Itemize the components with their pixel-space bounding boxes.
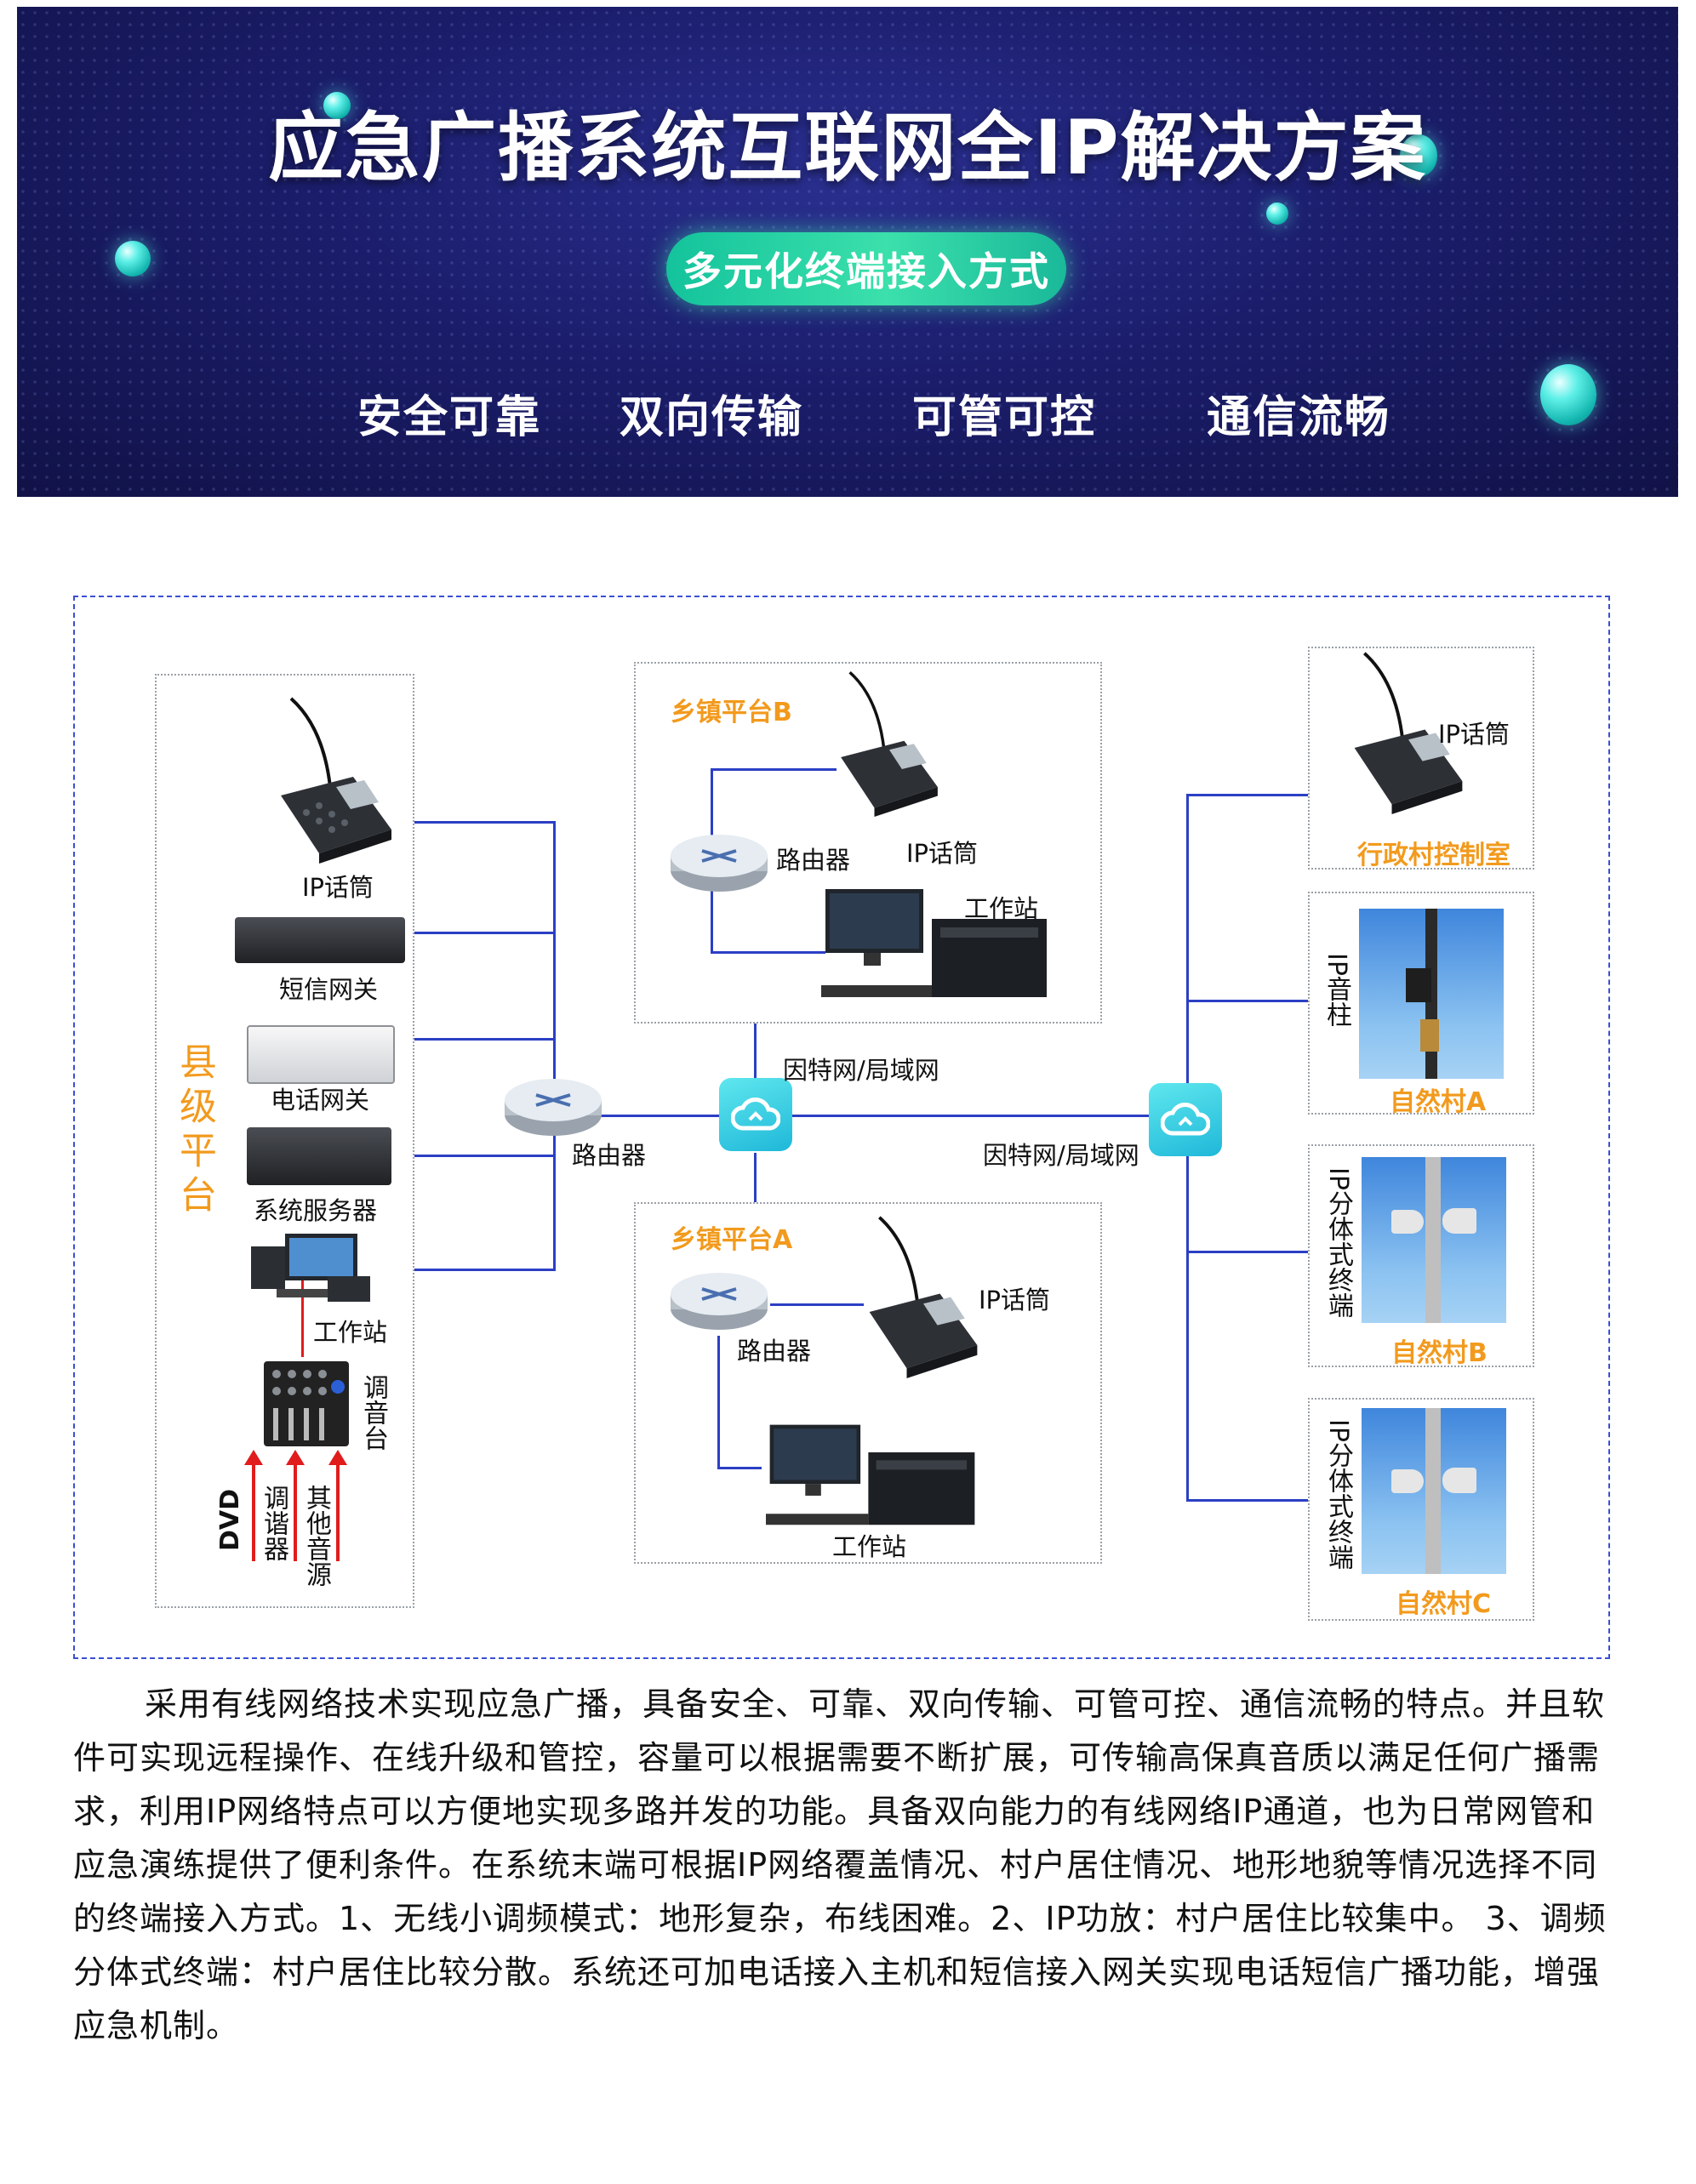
workstation-icon xyxy=(251,1234,370,1302)
feature-label: 安全可靠 xyxy=(357,392,542,443)
banner-subtitle: 多元化终端接入方式 xyxy=(666,232,1066,305)
ip-microphone-icon xyxy=(869,1216,978,1378)
column-speaker-photo xyxy=(1359,909,1504,1079)
terminal-device-label: IP分体式终端 xyxy=(1323,1167,1353,1318)
description-paragraph: 采用有线网络技术实现应急广播，具备安全、可靠、双向传输、可管可控、通信流畅的特点… xyxy=(73,1685,1607,2044)
ip-microphone-icon xyxy=(281,697,391,864)
link-line xyxy=(711,951,825,954)
county-platform-label: 县级平台 xyxy=(173,1042,216,1219)
town-a-box xyxy=(634,1202,1102,1564)
link-line xyxy=(596,1115,719,1117)
link-line xyxy=(414,1155,555,1157)
device-label: IP话筒 xyxy=(302,873,374,902)
cloud-network-icon xyxy=(1149,1083,1222,1156)
decor-bubble xyxy=(323,92,351,119)
link-line xyxy=(1186,1499,1308,1502)
link-line xyxy=(1186,1251,1308,1253)
input-arrow xyxy=(244,1450,263,1561)
link-line xyxy=(1186,1000,1308,1002)
terminal-title: 行政村控制室 xyxy=(1357,841,1510,870)
input-label-dvd: DVD xyxy=(215,1489,245,1552)
device-label: 工作站 xyxy=(313,1318,388,1347)
town-b-title: 乡镇平台B xyxy=(671,698,792,727)
workstation-label: 工作站 xyxy=(964,894,1039,923)
link-line xyxy=(754,1024,757,1079)
device-label: 电话网关 xyxy=(271,1086,370,1115)
terminal-device-label: IP话筒 xyxy=(1438,720,1510,749)
workstation-icon xyxy=(766,1424,975,1525)
feature-label: 双向传输 xyxy=(620,392,804,443)
link-line xyxy=(1186,794,1308,796)
banner: 应急广播系统互联网全IP解决方案 多元化终端接入方式 安全可靠 双向传输 可管可… xyxy=(17,7,1678,497)
terminal-box-village-b xyxy=(1308,1144,1534,1367)
link-line xyxy=(717,1467,762,1469)
banner-title: 应急广播系统互联网全IP解决方案 xyxy=(268,104,1427,191)
network-label: 因特网/局域网 xyxy=(783,1056,939,1085)
terminal-device-label: IP分体式终端 xyxy=(1323,1419,1353,1570)
mic-label: IP话筒 xyxy=(906,839,979,868)
input-arrow xyxy=(286,1450,305,1561)
terminal-box-village-c xyxy=(1308,1398,1534,1621)
split-terminal-photo xyxy=(1362,1408,1506,1574)
feature-label: 通信流畅 xyxy=(1207,392,1391,443)
ip-microphone-icon xyxy=(1354,652,1463,814)
link-line xyxy=(553,821,556,1271)
link-line xyxy=(770,1303,864,1306)
terminal-title: 自然村A xyxy=(1390,1087,1487,1117)
link-line xyxy=(717,1336,720,1468)
link-line xyxy=(791,1115,1149,1117)
town-a-title: 乡镇平台A xyxy=(671,1225,793,1255)
terminal-title: 自然村B xyxy=(1391,1338,1488,1368)
device-label: 短信网关 xyxy=(279,975,379,1004)
mixer-label: 调音台 xyxy=(358,1374,388,1451)
decor-bubble xyxy=(1540,364,1596,425)
workstation-label: 工作站 xyxy=(832,1532,907,1561)
system-server-device xyxy=(247,1127,391,1185)
router-label: 路由器 xyxy=(572,1141,647,1170)
decor-bubble xyxy=(115,241,151,277)
decor-bubble xyxy=(1400,134,1437,177)
workstation-icon xyxy=(821,889,1047,997)
town-b-box xyxy=(634,662,1102,1024)
router-label: 路由器 xyxy=(776,846,851,875)
diagram-frame xyxy=(73,596,1610,1659)
feature-label: 可管可控 xyxy=(912,392,1097,443)
link-line xyxy=(711,768,713,838)
input-label-other-source: 其他音源 xyxy=(301,1485,331,1587)
link-line xyxy=(414,1038,555,1041)
terminal-device-label: IP音柱 xyxy=(1322,953,1351,1027)
phone-gateway-device xyxy=(247,1025,395,1084)
link-line xyxy=(414,932,555,934)
terminal-box-control-room xyxy=(1308,647,1534,870)
cloud-network-icon xyxy=(719,1078,792,1151)
device-label: 系统服务器 xyxy=(254,1196,378,1225)
mic-label: IP话筒 xyxy=(979,1286,1051,1314)
router-icon xyxy=(505,1079,602,1136)
input-arrow xyxy=(328,1450,347,1561)
audio-link xyxy=(301,1276,304,1357)
link-line xyxy=(414,1269,555,1271)
input-label-tuner: 调谐器 xyxy=(259,1485,288,1561)
terminal-title: 自然村C xyxy=(1396,1589,1492,1619)
ip-microphone-icon xyxy=(841,670,938,817)
county-platform-box xyxy=(155,674,414,1608)
router-icon xyxy=(671,1273,768,1330)
router-icon xyxy=(671,835,768,892)
decor-bubble xyxy=(1266,202,1288,225)
network-label: 因特网/局域网 xyxy=(983,1141,1139,1170)
terminal-box-village-a xyxy=(1308,892,1534,1115)
router-label: 路由器 xyxy=(737,1337,812,1366)
link-line xyxy=(711,885,713,953)
split-terminal-photo xyxy=(1362,1157,1506,1323)
mixer-console-icon xyxy=(264,1361,349,1446)
link-line xyxy=(754,1153,757,1202)
sms-gateway-device xyxy=(235,917,405,963)
link-line xyxy=(711,768,837,771)
link-line xyxy=(414,821,555,824)
